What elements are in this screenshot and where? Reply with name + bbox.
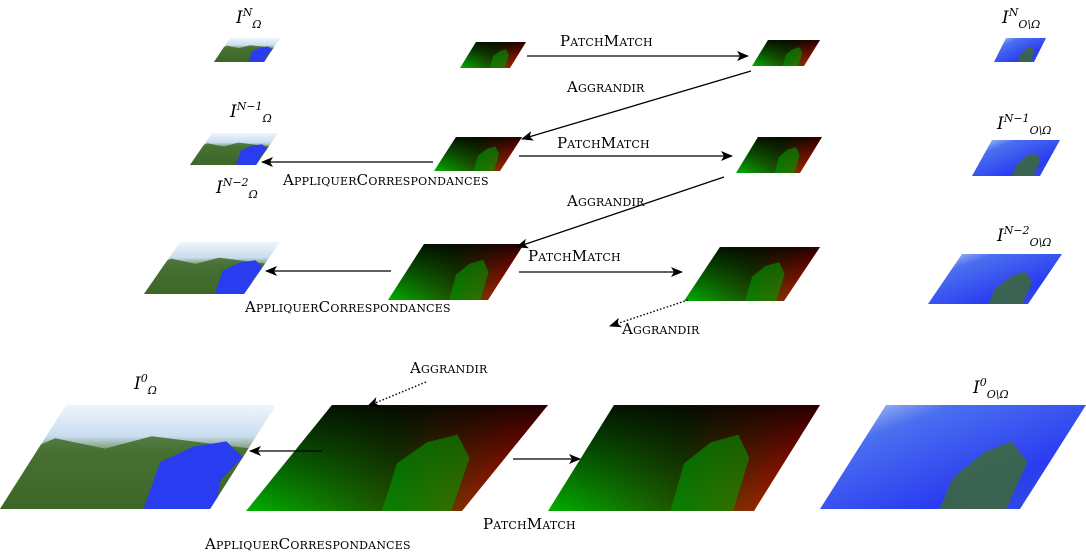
aggrandir-label-1: Aggrandir bbox=[567, 78, 645, 96]
aggrandir-label-2: Aggrandir bbox=[567, 192, 645, 210]
image-omega-n1 bbox=[190, 133, 278, 165]
nnf-patchmatch-n1 bbox=[736, 137, 822, 173]
image-outside-0 bbox=[820, 405, 1086, 509]
label-i-omega-n: INΩ bbox=[236, 6, 262, 31]
image-outside-n bbox=[994, 38, 1046, 62]
nnf-patchmatch-n bbox=[752, 40, 820, 66]
label-i-omega-0: I0Ω bbox=[134, 372, 157, 397]
arrow-aggrandir-n1 bbox=[516, 176, 725, 249]
patchmatch-label-4: PatchMatch bbox=[483, 515, 576, 533]
image-outside-n1 bbox=[972, 140, 1060, 176]
nnf-patchmatch-0 bbox=[548, 405, 820, 511]
arrow-aggrandir-n bbox=[521, 70, 752, 141]
patchmatch-label-3: PatchMatch bbox=[528, 247, 621, 265]
label-i-omega-n2: IN−2Ω bbox=[216, 176, 258, 201]
image-omega-n bbox=[214, 38, 280, 62]
aggrandir-label-4: Aggrandir bbox=[410, 359, 488, 377]
nnf-patchmatch-n2 bbox=[684, 247, 820, 301]
image-omega-n2 bbox=[144, 242, 280, 294]
patchmatch-label-1: PatchMatch bbox=[560, 32, 653, 50]
nnf-pyramid-0 bbox=[246, 405, 548, 511]
label-i-outside-n2: IN−2O\Ω bbox=[997, 224, 1052, 249]
nnf-pyramid-n1 bbox=[434, 137, 522, 171]
image-outside-n2 bbox=[928, 254, 1062, 304]
appliquer-label-1: AppliquerCorrespondances bbox=[283, 171, 489, 189]
label-i-outside-n1: IN−1O\Ω bbox=[997, 112, 1052, 137]
appliquer-label-3: AppliquerCorrespondances bbox=[205, 535, 411, 553]
image-omega-0 bbox=[0, 405, 276, 509]
nnf-pyramid-n bbox=[460, 42, 526, 68]
arrow-aggrandir-0 bbox=[367, 381, 427, 407]
label-i-outside-0: I0O\Ω bbox=[973, 376, 1009, 401]
nnf-pyramid-n2 bbox=[388, 244, 524, 300]
label-i-outside-n: INO\Ω bbox=[1002, 6, 1041, 31]
patchmatch-label-2: PatchMatch bbox=[557, 134, 650, 152]
appliquer-label-2: AppliquerCorrespondances bbox=[245, 298, 451, 316]
label-i-omega-n1: IN−1Ω bbox=[230, 100, 272, 125]
aggrandir-label-3: Aggrandir bbox=[622, 320, 700, 338]
